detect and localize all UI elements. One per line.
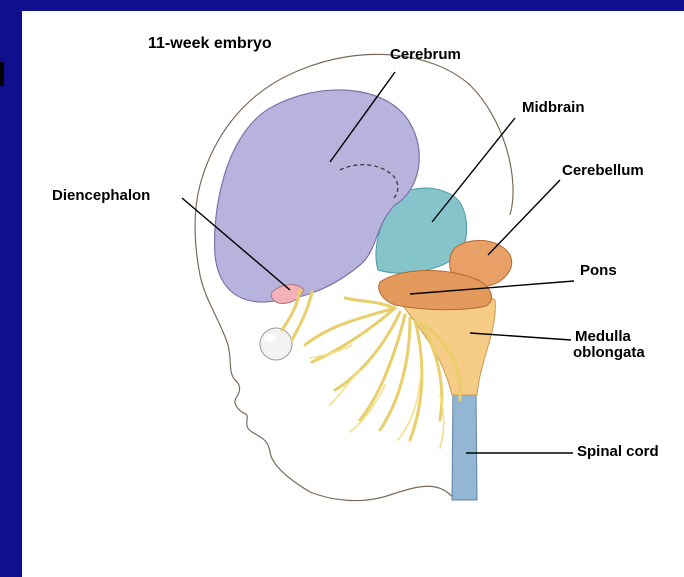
eye-shape bbox=[260, 328, 292, 360]
label-medulla-line1: Medulla bbox=[575, 329, 631, 345]
label-cerebrum: Cerebrum bbox=[390, 47, 461, 63]
label-pons: Pons bbox=[580, 263, 617, 279]
label-spinal-cord: Spinal cord bbox=[577, 444, 659, 460]
label-midbrain: Midbrain bbox=[522, 100, 585, 116]
label-medulla-line2: oblongata bbox=[573, 345, 645, 361]
label-cerebellum: Cerebellum bbox=[562, 163, 644, 179]
figure-title: 11-week embryo bbox=[148, 36, 272, 52]
label-diencephalon: Diencephalon bbox=[52, 188, 150, 204]
spinal-cord-shape bbox=[452, 390, 477, 500]
